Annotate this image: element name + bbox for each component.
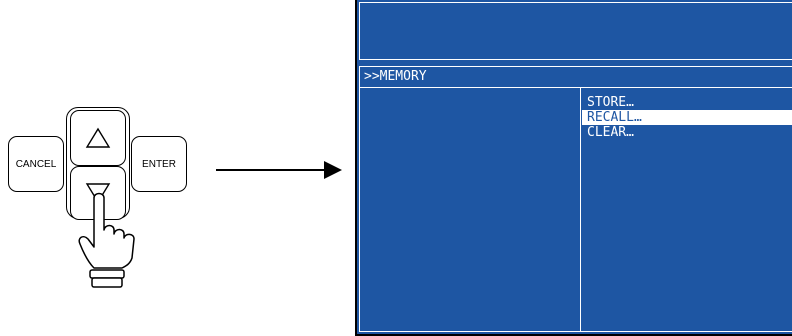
- column-divider: [580, 88, 581, 331]
- menu-item-clear[interactable]: CLEAR…: [587, 125, 634, 140]
- menu-item-store[interactable]: STORE…: [587, 95, 634, 110]
- menu-title: >>MEMORY: [364, 69, 427, 84]
- arrow-head-icon: [324, 161, 342, 179]
- pointing-hand-icon: [78, 192, 135, 288]
- device-screen: >>MEMORY STORE… RECALL… CLEAR…: [355, 0, 792, 336]
- header-panel: [359, 2, 792, 60]
- cancel-button[interactable]: CANCEL: [8, 136, 64, 192]
- up-arrow-button[interactable]: [70, 110, 126, 166]
- enter-button[interactable]: ENTER: [131, 136, 187, 192]
- up-triangle-icon: [85, 127, 111, 148]
- down-triangle-icon: [85, 183, 111, 204]
- enter-label: ENTER: [142, 158, 176, 170]
- menu-item-recall[interactable]: RECALL…: [582, 110, 792, 125]
- menu-panel: >>MEMORY STORE… RECALL… CLEAR…: [359, 66, 792, 332]
- cancel-label: CANCEL: [15, 158, 57, 170]
- menu-title-bar: >>MEMORY: [360, 67, 792, 88]
- memory-menu-list: STORE… RECALL… CLEAR…: [582, 95, 792, 140]
- arrow-line: [216, 169, 326, 171]
